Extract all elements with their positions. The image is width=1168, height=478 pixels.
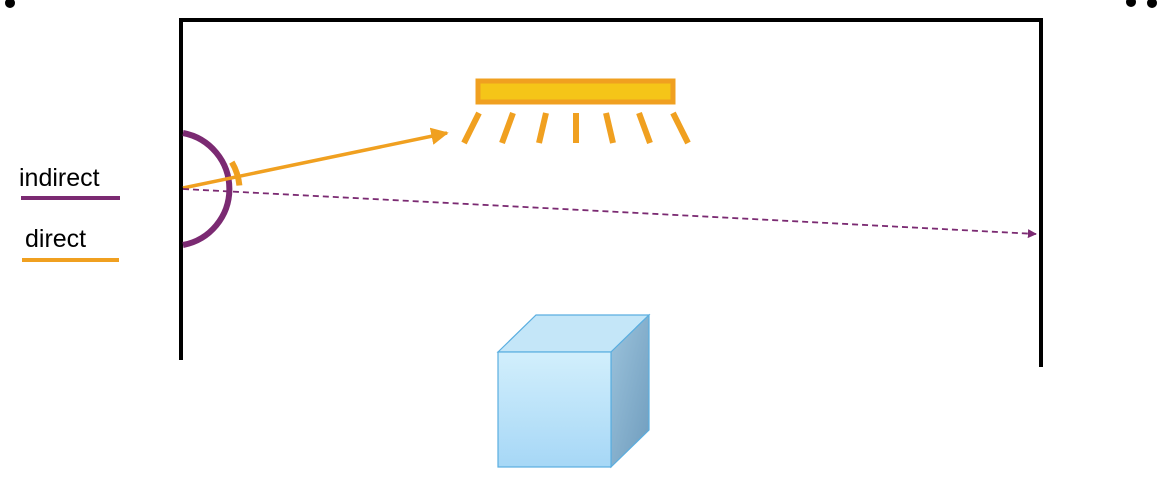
lamp-ray (603, 112, 616, 144)
lamp-ray (670, 111, 691, 145)
direct-ray-arrow (182, 127, 449, 190)
lamp-ray (536, 112, 549, 144)
ceiling-light-icon (461, 78, 691, 145)
indirect-ray-arrow (182, 188, 1037, 239)
room-walls (179, 18, 1043, 367)
cube-object-icon (496, 313, 651, 469)
hemisphere-icon (182, 130, 243, 248)
hemisphere-direct-segment (229, 160, 243, 186)
legend: indirect direct (19, 164, 120, 262)
legend-indirect-label: indirect (19, 164, 100, 192)
lamp-rays (461, 111, 691, 145)
lamp-body (475, 78, 676, 105)
hemisphere-indirect-arc (182, 130, 233, 248)
cube-front-face (497, 351, 612, 468)
lamp-ray (499, 111, 516, 145)
clipped-caption-fragments (5, 0, 1157, 8)
legend-direct-label: direct (25, 225, 86, 253)
clipped-glyph (1147, 0, 1157, 8)
lamp-ray (636, 111, 653, 145)
clipped-glyph (1126, 0, 1136, 7)
lamp-ray (461, 111, 482, 145)
clipped-glyph (5, 0, 15, 8)
